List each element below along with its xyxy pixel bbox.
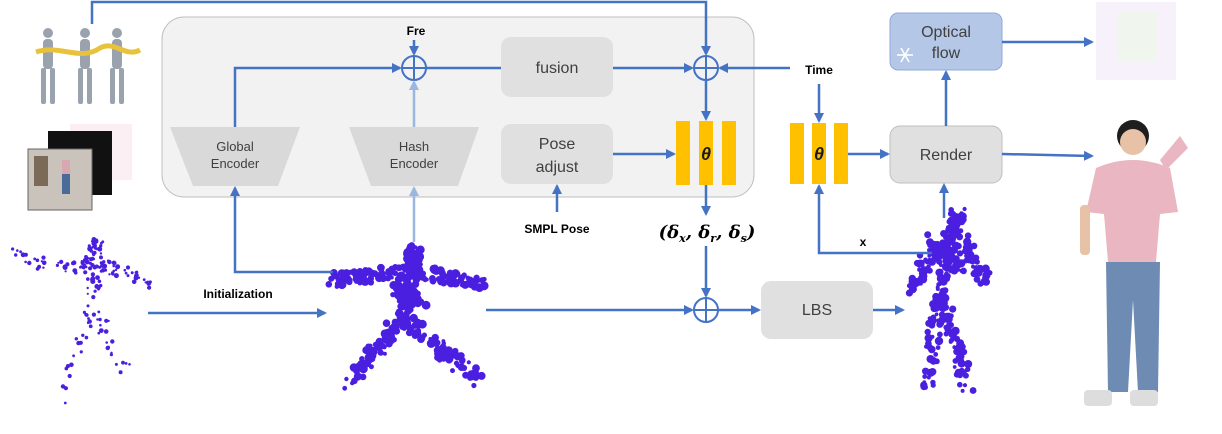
pose-adjust-box bbox=[501, 124, 613, 184]
global-encoder-line1: Global bbox=[216, 139, 254, 154]
initialization-label: Initialization bbox=[203, 287, 272, 301]
walking-sequence-figures bbox=[35, 28, 142, 104]
lbs-label: LBS bbox=[802, 302, 832, 319]
theta-label-left: θ bbox=[701, 144, 711, 164]
theta-block-left bbox=[676, 121, 736, 185]
sum-node-deform bbox=[693, 297, 719, 323]
theta-label-right: θ bbox=[814, 144, 824, 164]
fusion-label: fusion bbox=[536, 60, 579, 77]
global-encoder-line2: Encoder bbox=[211, 156, 260, 171]
hash-encoder-line1: Hash bbox=[399, 139, 429, 154]
lbs-box bbox=[761, 281, 873, 339]
sum-node-time bbox=[693, 55, 719, 81]
input-point-cloud bbox=[11, 237, 152, 405]
hash-encoder-line2: Encoder bbox=[390, 156, 439, 171]
x-label: x bbox=[860, 235, 867, 249]
global-encoder bbox=[170, 127, 300, 186]
time-label: Time bbox=[805, 63, 833, 77]
snowflake-icon bbox=[897, 47, 913, 63]
deformed-gaussians bbox=[905, 206, 993, 394]
sum-node-fre bbox=[401, 55, 427, 81]
pose-adjust-line1: Pose bbox=[539, 136, 576, 153]
fre-label: Fre bbox=[407, 24, 426, 38]
rendered-person-image bbox=[1080, 120, 1188, 406]
fusion-box bbox=[501, 37, 613, 97]
smpl-pose-label: SMPL Pose bbox=[524, 222, 589, 236]
optical-flow-line1: Optical bbox=[921, 24, 971, 41]
video-frames-stack bbox=[27, 124, 132, 211]
render-label: Render bbox=[920, 147, 973, 164]
initialized-gaussians bbox=[325, 242, 489, 391]
connectors bbox=[90, 0, 1094, 318]
theta-block-right bbox=[790, 123, 848, 184]
deformation-offsets-label: (δx, δr, δs) bbox=[659, 222, 756, 245]
pose-adjust-line2: adjust bbox=[536, 159, 579, 176]
hash-encoder bbox=[349, 127, 479, 186]
optical-flow-line2: flow bbox=[932, 45, 961, 62]
